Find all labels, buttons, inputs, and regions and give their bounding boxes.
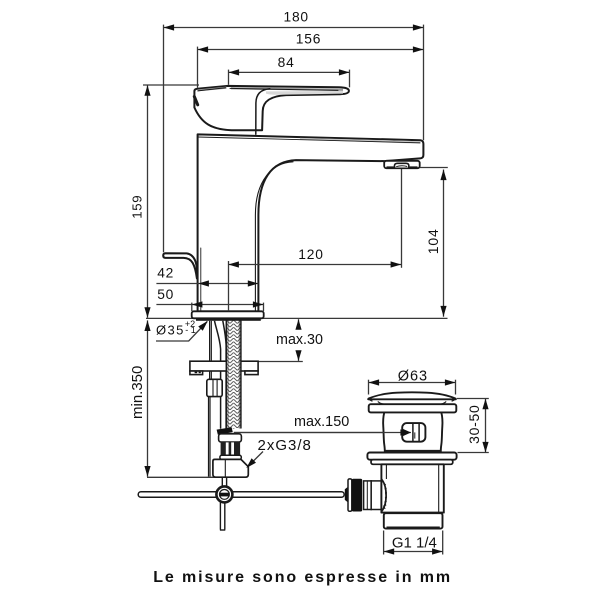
svg-text:G1 1/4: G1 1/4 [392,534,437,551]
svg-text:Le misure sono espresse in mm: Le misure sono espresse in mm [153,569,452,586]
svg-text:Ø63: Ø63 [398,368,428,384]
svg-text:156: 156 [296,32,321,47]
svg-text:104: 104 [425,228,441,254]
svg-text:159: 159 [130,195,145,219]
svg-text:- 1: - 1 [185,325,196,335]
svg-text:max.30: max.30 [276,332,323,348]
svg-text:min.350: min.350 [129,366,146,419]
svg-text:42: 42 [157,265,174,280]
svg-text:120: 120 [298,247,323,262]
svg-text:+2: +2 [185,319,195,329]
svg-text:180: 180 [283,10,308,25]
svg-text:50: 50 [157,287,174,302]
svg-text:30-50: 30-50 [466,405,482,444]
svg-text:2xG3/8: 2xG3/8 [258,437,312,454]
svg-text:max.150: max.150 [294,414,349,430]
svg-text:Ø35: Ø35 [156,322,185,337]
svg-text:84: 84 [278,55,295,70]
